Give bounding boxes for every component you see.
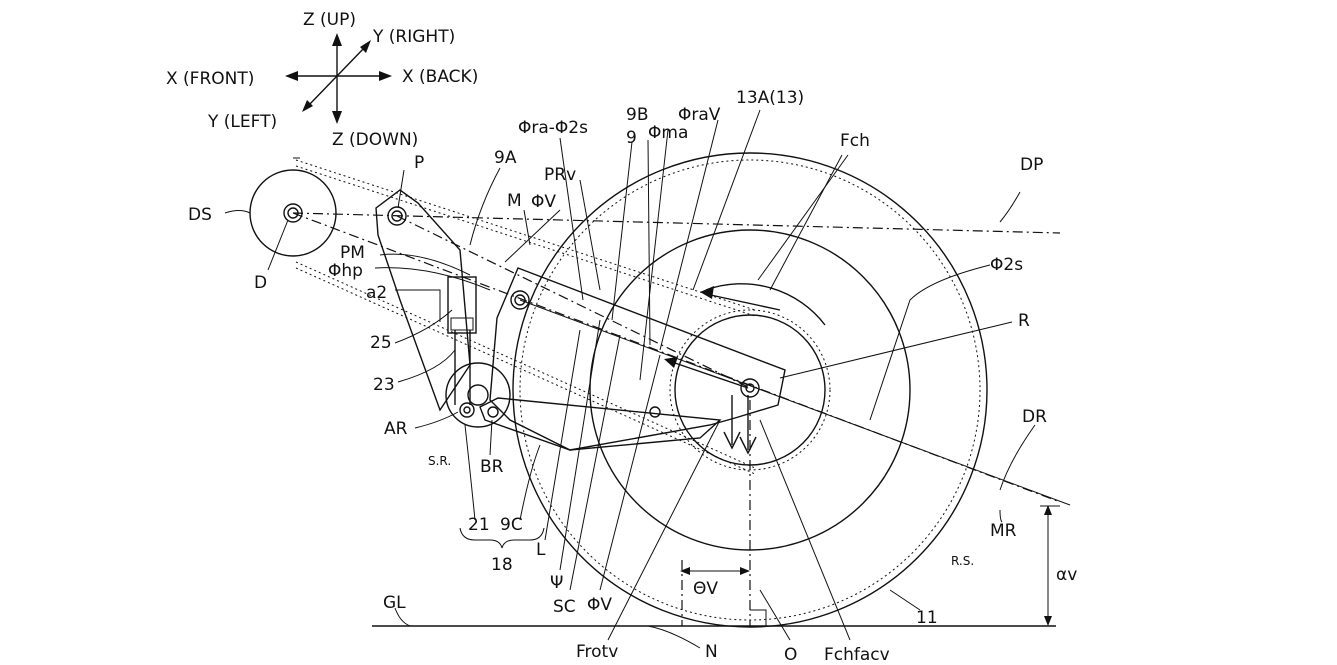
label-sc: SC <box>553 597 576 617</box>
label-11: 11 <box>916 608 938 628</box>
label-ar: AR <box>384 419 408 439</box>
label-prv: PRv <box>544 165 576 185</box>
label-psi: Ψ <box>550 573 563 593</box>
axis-y-right-label: Y (RIGHT) <box>372 27 455 47</box>
label-m: M <box>507 191 522 211</box>
label-d: D <box>254 273 267 293</box>
label-br: BR <box>480 457 504 477</box>
right-angle-mark <box>750 610 766 626</box>
label-phi-v-bottom: ΦV <box>587 595 612 615</box>
label-phi-ra-v: ΦraV <box>678 105 721 125</box>
axis-z-up-label: Z (UP) <box>303 10 356 30</box>
label-9: 9 <box>626 128 637 148</box>
label-gl: GL <box>383 593 406 613</box>
label-9a: 9A <box>494 148 517 168</box>
line-dp <box>293 213 1060 233</box>
label-phi-v-top: ΦV <box>531 192 556 212</box>
label-p: P <box>414 153 424 173</box>
label-9c: 9C <box>500 515 523 535</box>
label-fchfacv: Fchfacv <box>824 645 890 665</box>
label-23: 23 <box>373 375 395 395</box>
label-phi-ma: Φma <box>648 123 688 143</box>
leader-lines <box>225 110 1035 648</box>
label-n: N <box>705 642 718 662</box>
axis-x-back-label: X (BACK) <box>402 67 478 87</box>
label-frotv: Frotv <box>576 642 618 662</box>
label-ds: DS <box>188 205 212 225</box>
label-alpha-v: αv <box>1056 565 1077 585</box>
axis-z-down-label: Z (DOWN) <box>332 130 418 150</box>
label-mr: MR <box>990 521 1017 541</box>
label-dr: DR <box>1022 407 1047 427</box>
label-25: 25 <box>370 333 392 353</box>
label-sr: S.R. <box>428 454 451 468</box>
label-pm: PM <box>340 243 365 263</box>
label-phi-2s: Φ2s <box>990 255 1023 275</box>
axis-x-front-label: X (FRONT) <box>166 69 254 89</box>
label-o: O <box>784 645 797 665</box>
label-theta-v: ΘV <box>693 579 718 599</box>
label-13a: 13A(13) <box>736 88 804 108</box>
label-r: R <box>1018 311 1030 331</box>
axis-y-left-label: Y (LEFT) <box>207 112 277 132</box>
label-18: 18 <box>491 555 513 575</box>
label-9b: 9B <box>626 105 648 125</box>
line-p-r <box>397 216 750 388</box>
force-arrows <box>664 286 780 453</box>
label-phi-ra-minus-2s: Φra-Φ2s <box>518 118 588 138</box>
label-21: 21 <box>468 515 490 535</box>
label-dp: DP <box>1020 155 1043 175</box>
label-fch: Fch <box>840 131 870 151</box>
label-rs: R.S. <box>951 554 974 568</box>
label-a2: a2 <box>366 283 387 303</box>
label-l: L <box>536 540 546 560</box>
label-phi-hp: Φhp <box>328 261 363 281</box>
